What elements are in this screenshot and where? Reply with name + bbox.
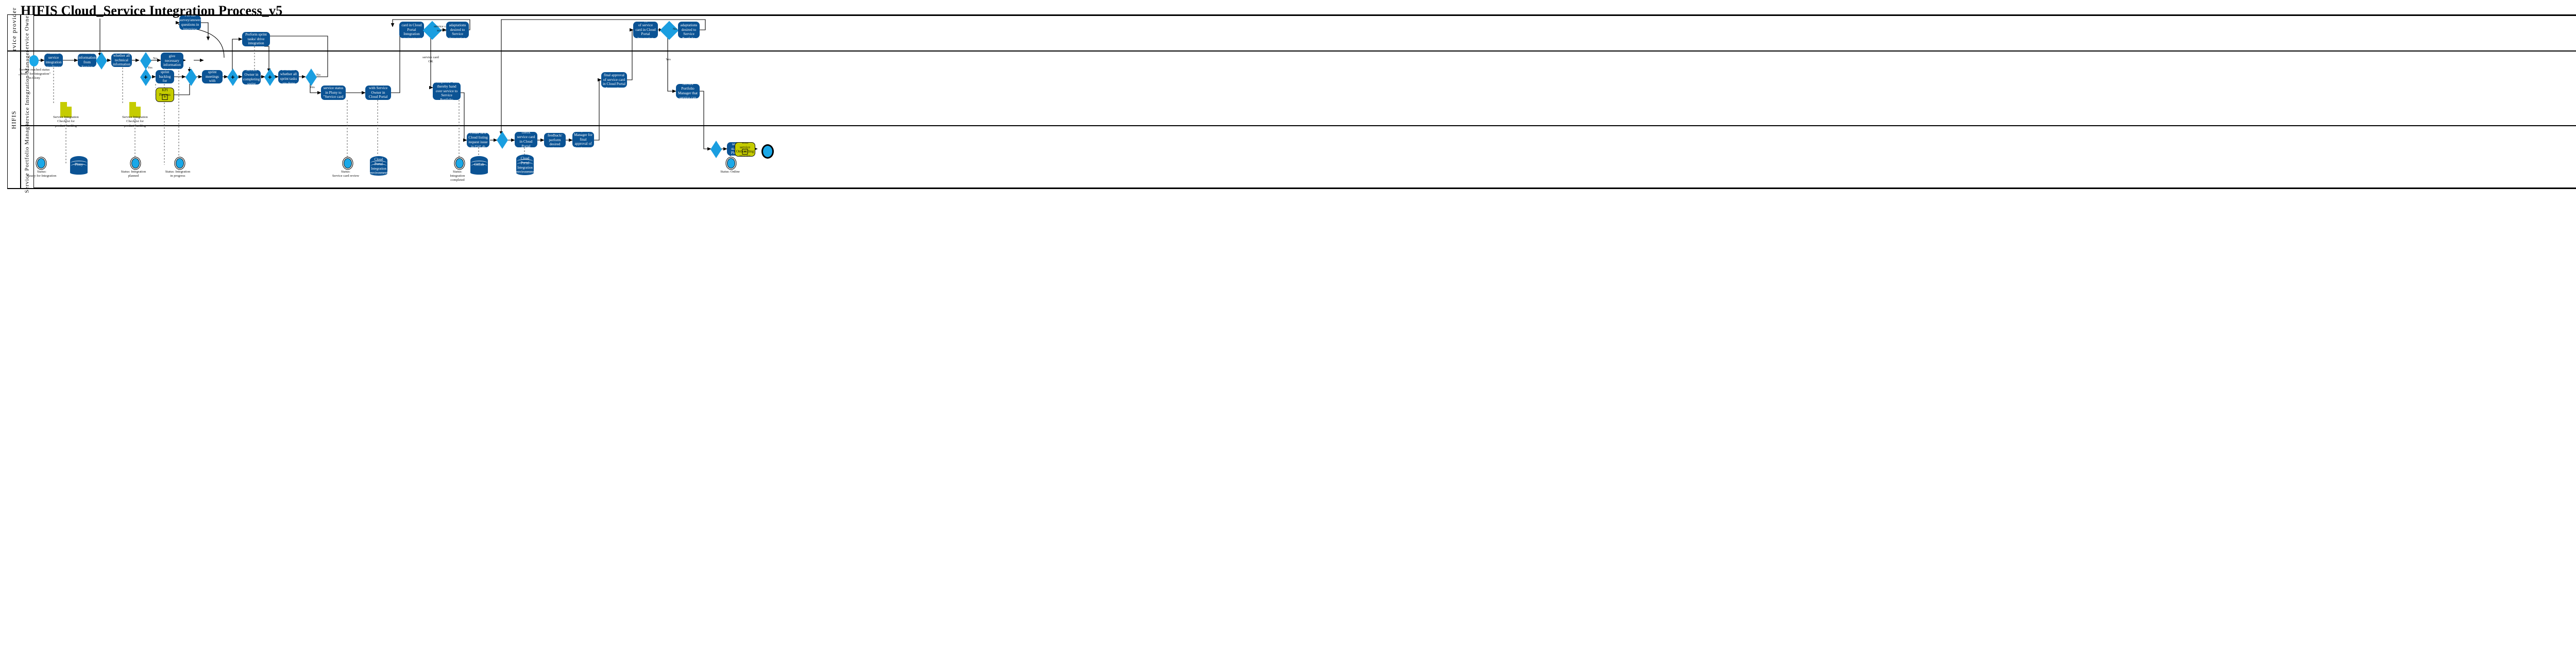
parallel-plus-3: + (268, 73, 272, 81)
status-event-integration-planned[interactable] (131, 158, 140, 168)
status-caption-ready-for-integration: Status: Ready for Integration (27, 170, 57, 178)
status-caption-integration-in-progress: Status: Integration in progress (165, 170, 191, 178)
task-ask-service-owner-info[interactable]: Ask Service Owner to give necessary info… (161, 53, 183, 69)
task-switch-status-integration-completed[interactable]: Switch service status in Plony to "Integ… (433, 82, 461, 100)
parallel-plus-1: + (144, 73, 148, 81)
task-evaluate-sprint-tasks-done[interactable]: Evaluate whether all sprint tasks are do… (278, 70, 299, 83)
status-caption-integration-completed: Status: Integration completed (450, 170, 465, 182)
task-check-service-card-cloud-portal[interactable]: Check service card in Cloud Portal Integ… (399, 22, 424, 38)
start-event-caption: Service reached status „Ready for Integr… (18, 68, 51, 80)
gateway-merge-portfolio-2[interactable] (710, 141, 722, 158)
status-event-online[interactable] (727, 158, 735, 168)
flow-label-final-no: No (672, 27, 677, 31)
pool-label-service-provider: Service provider (7, 7, 21, 58)
flow-label-final-yes: Yes (666, 58, 671, 61)
pool-outer-border (7, 14, 2576, 189)
gateway-parallel-join-1[interactable] (264, 69, 276, 86)
task-perform-sprint-tasks[interactable]: Perform sprint tasks/ drive integration (242, 32, 270, 46)
status-event-integration-completed[interactable] (455, 158, 464, 168)
task-give-feedback-spm[interactable]: Give feedback/ adaptations desired to Se… (678, 22, 700, 38)
pool-top-rule (21, 14, 2576, 16)
lane-separator-sim-spm (7, 125, 2576, 126)
task-create-sprint-backlog[interactable]: Create sprint backlog for service (156, 70, 174, 83)
task-ask-hifis-team-check[interactable]: Ask HIFIS Team to check service card in … (515, 132, 537, 147)
flow-label-service-card-ok: service card OK (422, 56, 439, 64)
status-caption-online: Status: Online (720, 170, 740, 174)
data-object-caption-1: Service Integration Checklist for produc… (53, 115, 79, 128)
end-event[interactable] (761, 144, 774, 159)
task-support-service-owner[interactable]: Support Service Owner in completing spri… (242, 70, 261, 84)
task-continue-onboarding[interactable]: Continue with service Onboarding process… (735, 142, 755, 157)
task-perform-regular-sprint-meetings[interactable]: Perform regular sprint meetings with Ser… (202, 70, 223, 83)
data-store-cloud-portal-2: Cloud Portal Integration environenment (516, 155, 537, 175)
task-switch-status-service-card-review[interactable]: Switch service status in Plony to "Servi… (321, 86, 346, 100)
gateway-info-complete[interactable] (140, 52, 151, 70)
data-store-gitlab-1: GitLab (470, 156, 488, 175)
flow-label-sprint-no: No (316, 73, 321, 77)
gateway-parallel-split-1[interactable] (140, 69, 151, 86)
flow-label-info-yes: Yes (147, 66, 152, 70)
task-fill-out-survey[interactable]: Fill out survey/answer questions in inte… (179, 15, 201, 30)
task-extract-technical-information[interactable]: Extract technical information from Servi… (78, 54, 96, 67)
data-object-checklist-technical-info (60, 102, 72, 117)
gateway-sprint-tasks-done[interactable] (306, 69, 317, 86)
parallel-plus-2: + (231, 73, 235, 81)
data-object-checklist-product-backlog (129, 102, 141, 117)
status-caption-service-card-review: Status: Service card review (332, 170, 360, 178)
task-create-cloud-listing-issue[interactable]: Create new Cloud listing request issue i… (467, 133, 489, 147)
data-store-cloud-portal-1: Cloud Portal Integration environment (370, 156, 387, 176)
lane-separator-provider-hifis (7, 50, 2576, 52)
gateway-merge-portfolio[interactable] (497, 131, 508, 149)
task-hand-over-service[interactable]: Hand over service to Service Integration… (572, 132, 594, 147)
task-inform-spm-service-online[interactable]: Inform Service Portfolio Manager that se… (676, 84, 700, 98)
gateway-parallel-split-2[interactable] (227, 69, 239, 86)
task-check-technical-information[interactable]: Check whether all technical information … (111, 54, 132, 67)
task-assess-service-integration-readiness[interactable]: Assess service integration readiness (44, 54, 63, 67)
flow-label-sprint-yes: Yes (310, 86, 315, 89)
flow-label-info-no: No (152, 57, 158, 60)
subprocess-plus-icon-2: + (742, 149, 748, 155)
task-decide-final-approval[interactable]: Decide about final approval of service c… (633, 22, 658, 38)
gateway-merge-after-extract[interactable] (96, 52, 107, 70)
lane-label-service-owner: Service Owner (21, 13, 34, 53)
task-check-service-card-with-owner[interactable]: Check service card together with Service… (365, 86, 391, 100)
status-caption-integration-planned: Status: Integration planned (121, 170, 146, 178)
gateway-merge-sprint[interactable] (185, 69, 197, 86)
task-integrate-feedback[interactable]: Integrate feedback/ perform desired modi… (544, 133, 566, 147)
status-event-service-card-review[interactable] (344, 158, 352, 168)
start-event-ready-for-integration[interactable] (29, 55, 39, 66)
task-ask-service-owner-final-approval[interactable]: Ask Service Owner for final approval of … (601, 72, 627, 88)
lane-label-service-portfolio-manager: Service Portfolio Manager (21, 121, 34, 193)
task-kpi-process[interactable]: KPI Process + (156, 88, 174, 102)
status-event-ready-for-integration[interactable] (37, 158, 45, 168)
status-event-integration-in-progress[interactable] (176, 158, 184, 168)
data-object-caption-2: Service Integration Checklist for produc… (122, 115, 148, 128)
data-store-plony-1: Plony (70, 156, 88, 175)
task-give-feedback-sim[interactable]: Give feedback/ adaptations desired to Se… (446, 22, 469, 38)
pool-label-hifis: HIFIS (7, 51, 21, 189)
subprocess-plus-icon: + (162, 94, 168, 100)
